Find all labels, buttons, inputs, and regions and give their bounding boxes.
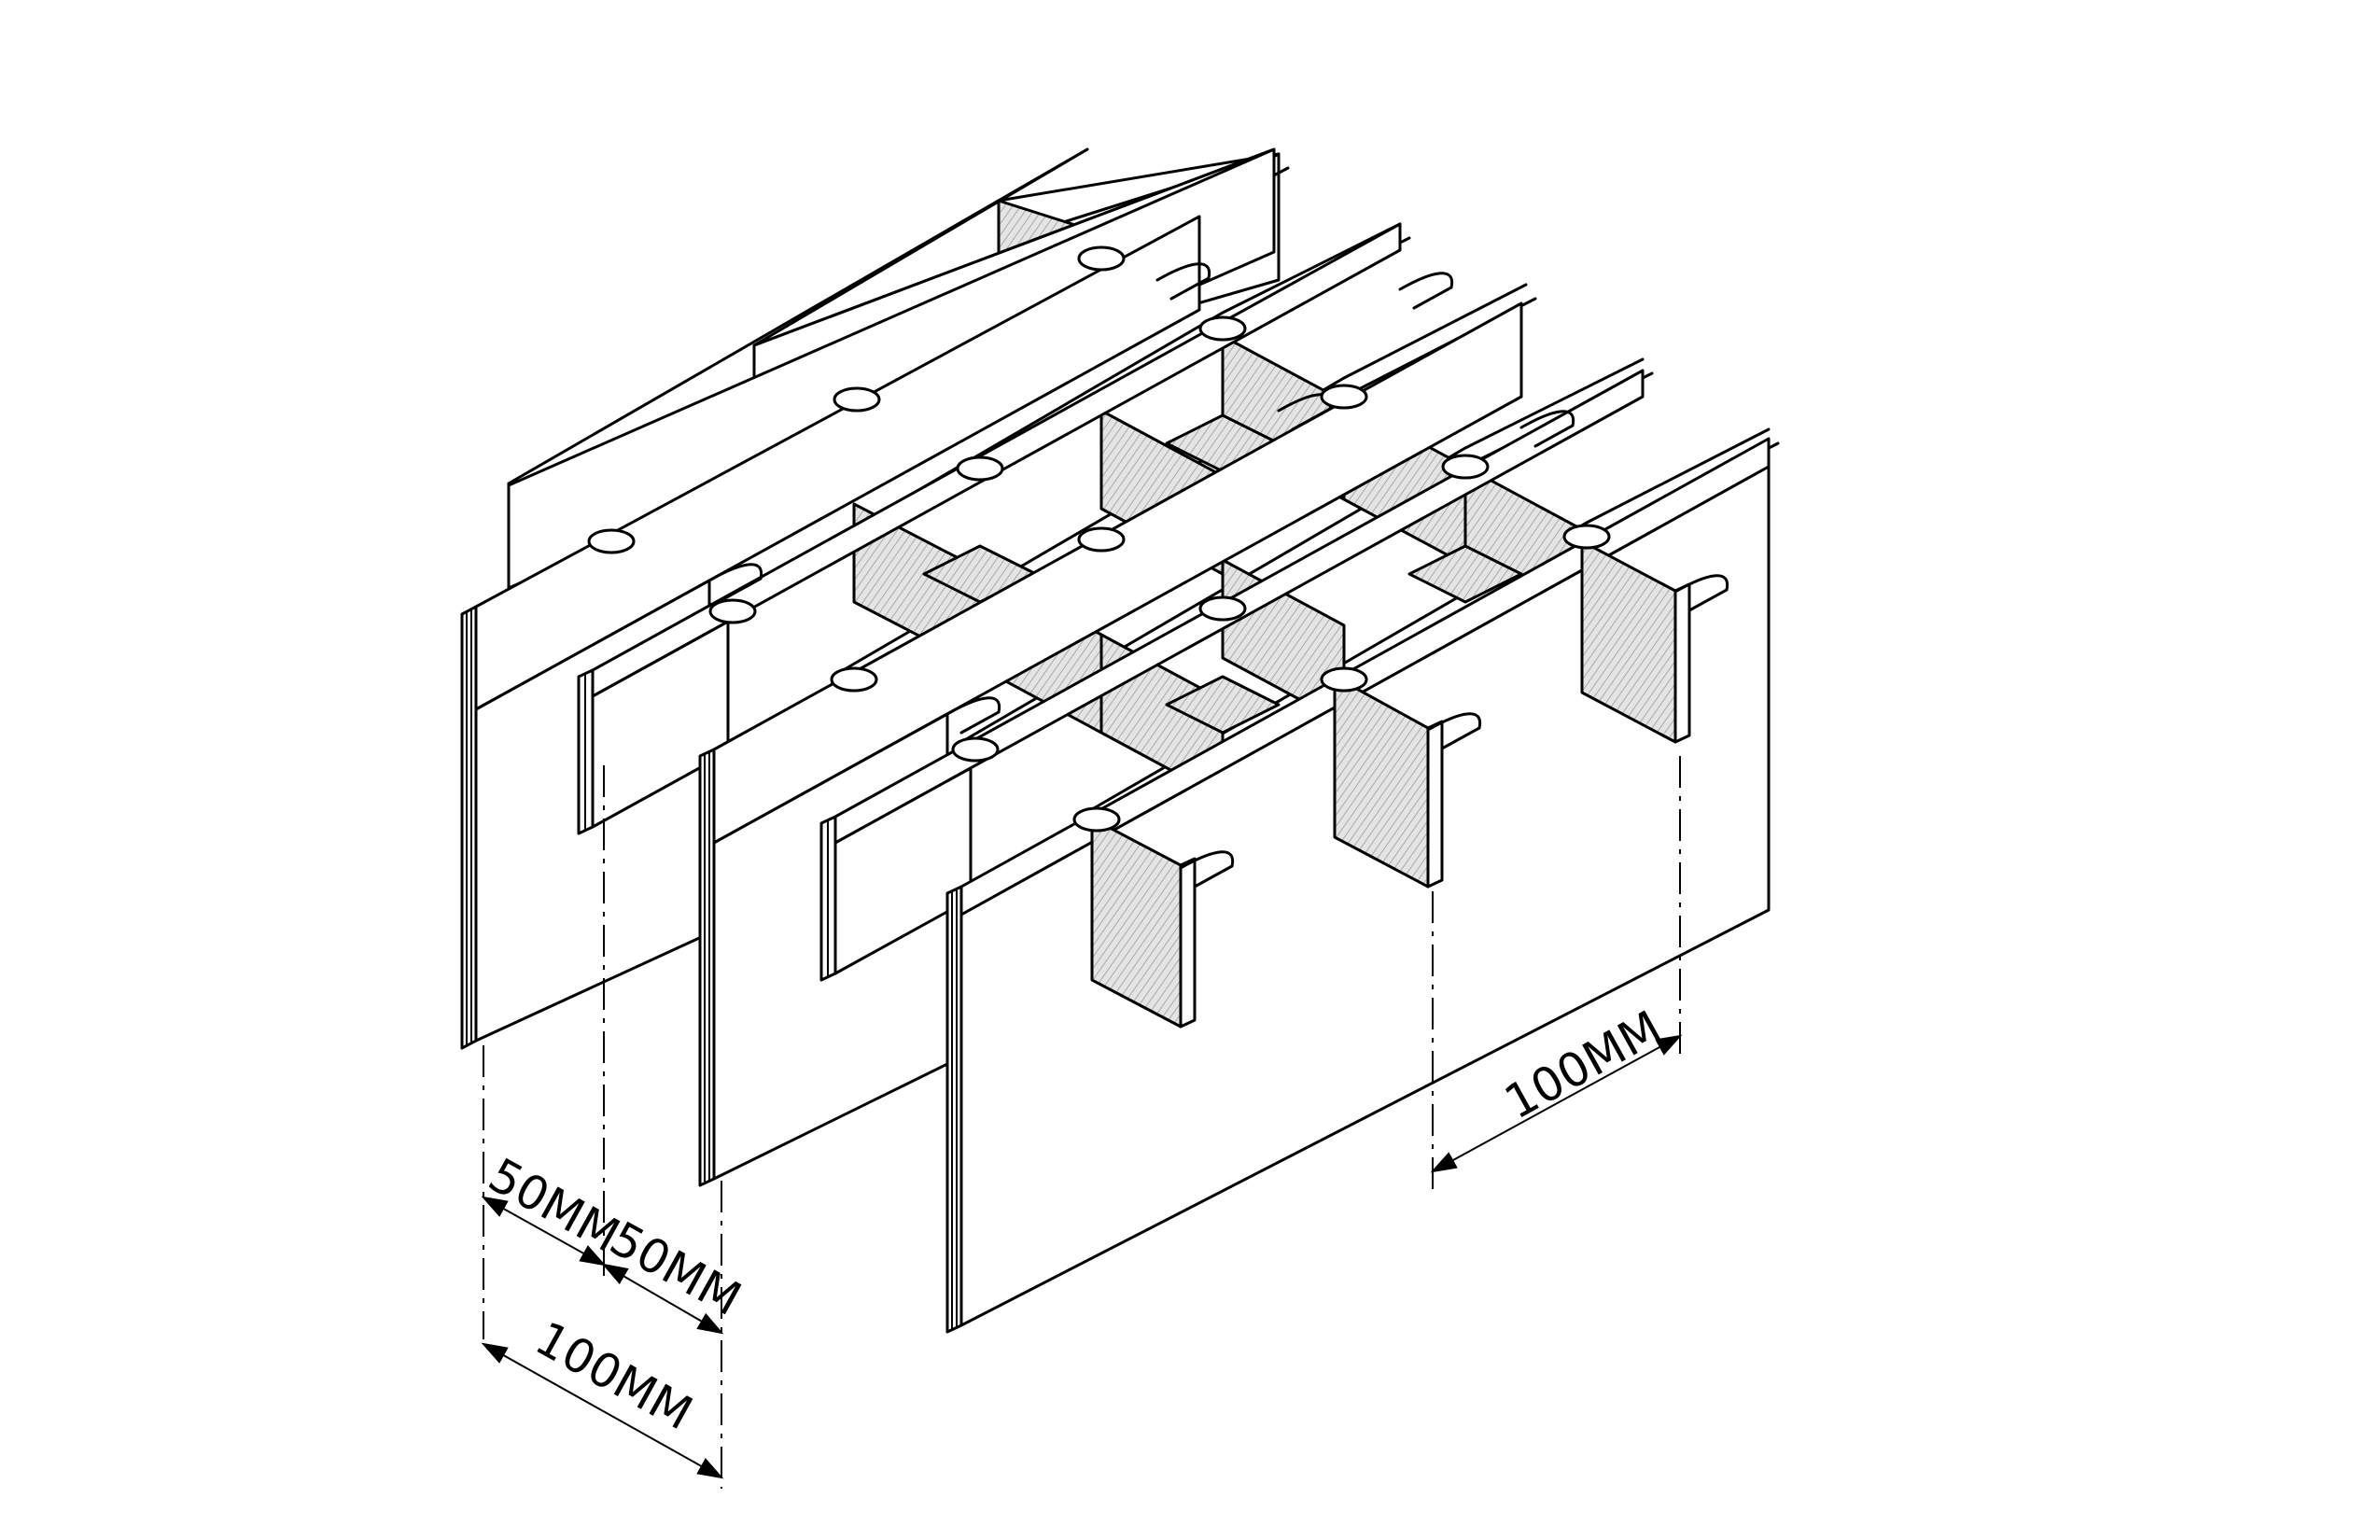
rod-hook-3 [1673, 574, 1729, 612]
cross-web-front-2 [1333, 675, 1444, 889]
rod-hook-1 [1179, 850, 1235, 889]
weld-node [1077, 245, 1126, 272]
weld-node [1198, 315, 1247, 342]
rod-hook-2 [1426, 712, 1482, 750]
rod-hook-8 [1155, 262, 1211, 301]
weld-node [833, 386, 881, 413]
cross-web-front-3 [1580, 539, 1691, 744]
weld-node [1320, 666, 1368, 693]
dim-line-cross-pitch [1430, 1034, 1683, 1173]
dim-line-pitch-b [601, 1263, 724, 1335]
dim-label-pitch-b: 50MM [601, 1211, 749, 1326]
dim-line-pitch-a [481, 1196, 607, 1267]
floor-shade-4 [1165, 675, 1281, 735]
dim-line-bearing-pitch [481, 1342, 724, 1479]
weld-node [830, 666, 878, 693]
rod-hook-5 [945, 696, 1001, 735]
rod-hook-4 [707, 563, 763, 601]
weld-nodes [587, 245, 1611, 833]
weld-node [951, 736, 1000, 763]
weld-node [708, 598, 757, 624]
cross-web-front-1 [1090, 817, 1197, 1029]
dim-label-bearing-pitch: 100MM [526, 1311, 701, 1441]
weld-node [956, 455, 1004, 482]
weld-node [1320, 384, 1368, 410]
dim-label-pitch-a: 50MM [480, 1148, 628, 1263]
weld-node [1441, 454, 1490, 480]
weld-node [587, 528, 636, 554]
grating-body [460, 147, 1780, 1334]
weld-node [1072, 806, 1121, 833]
rod-hook-7 [1519, 410, 1575, 448]
floor-shade-3 [1407, 544, 1523, 604]
weld-node [1077, 526, 1126, 553]
weld-node [1198, 595, 1247, 622]
weld-node [1562, 524, 1611, 550]
rod-hook-9 [1398, 272, 1454, 310]
